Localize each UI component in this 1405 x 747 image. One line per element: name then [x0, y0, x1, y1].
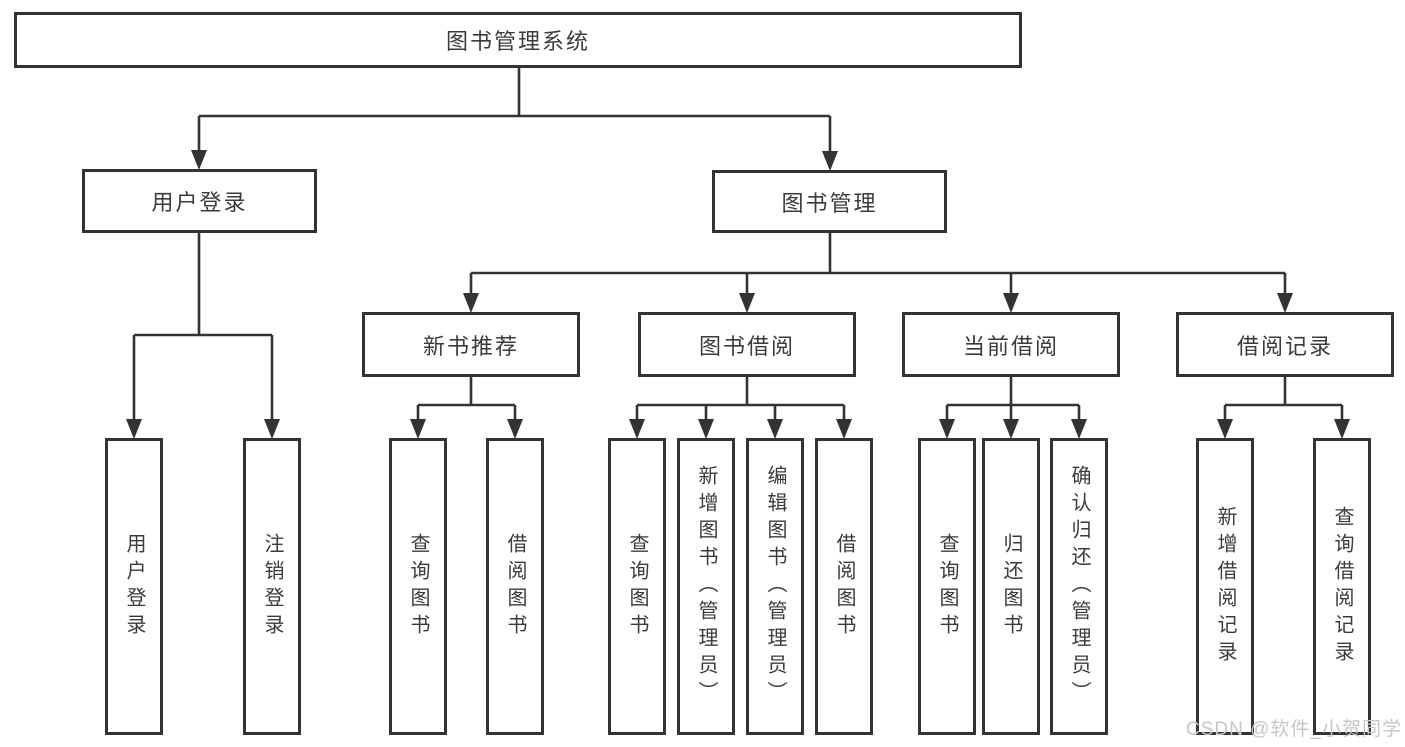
leaf-add-borrow-record: 新增借阅记录: [1196, 438, 1254, 735]
leaf-add-books-admin: 新增图书（管理员）: [677, 438, 735, 735]
leaf-query-books-borrowing: 查询图书: [608, 438, 666, 735]
branch-user-login: 用户登录: [82, 169, 317, 233]
leaf-borrow-books: 借阅图书: [815, 438, 873, 735]
group-current-borrowing: 当前借阅: [902, 312, 1120, 377]
branch-book-management: 图书管理: [712, 170, 947, 233]
csdn-watermark: CSDN @软件_小贺同学: [1186, 719, 1402, 740]
group-borrow-records: 借阅记录: [1176, 312, 1394, 377]
leaf-query-books-recommend: 查询图书: [389, 438, 447, 735]
leaf-query-borrow-record: 查询借阅记录: [1313, 438, 1371, 735]
group-new-book-recommend: 新书推荐: [362, 312, 580, 377]
leaf-query-books-current: 查询图书: [918, 438, 976, 735]
leaf-user-login: 用户登录: [105, 438, 163, 735]
leaf-logout: 注销登录: [243, 438, 301, 735]
leaf-edit-books-admin: 编辑图书（管理员）: [746, 438, 804, 735]
leaf-borrow-books-recommend: 借阅图书: [486, 438, 544, 735]
root-node-library-system: 图书管理系统: [14, 12, 1022, 68]
leaf-return-books: 归还图书: [982, 438, 1040, 735]
group-book-borrowing: 图书借阅: [638, 312, 856, 377]
leaf-confirm-return-admin: 确认归还（管理员）: [1050, 438, 1108, 735]
